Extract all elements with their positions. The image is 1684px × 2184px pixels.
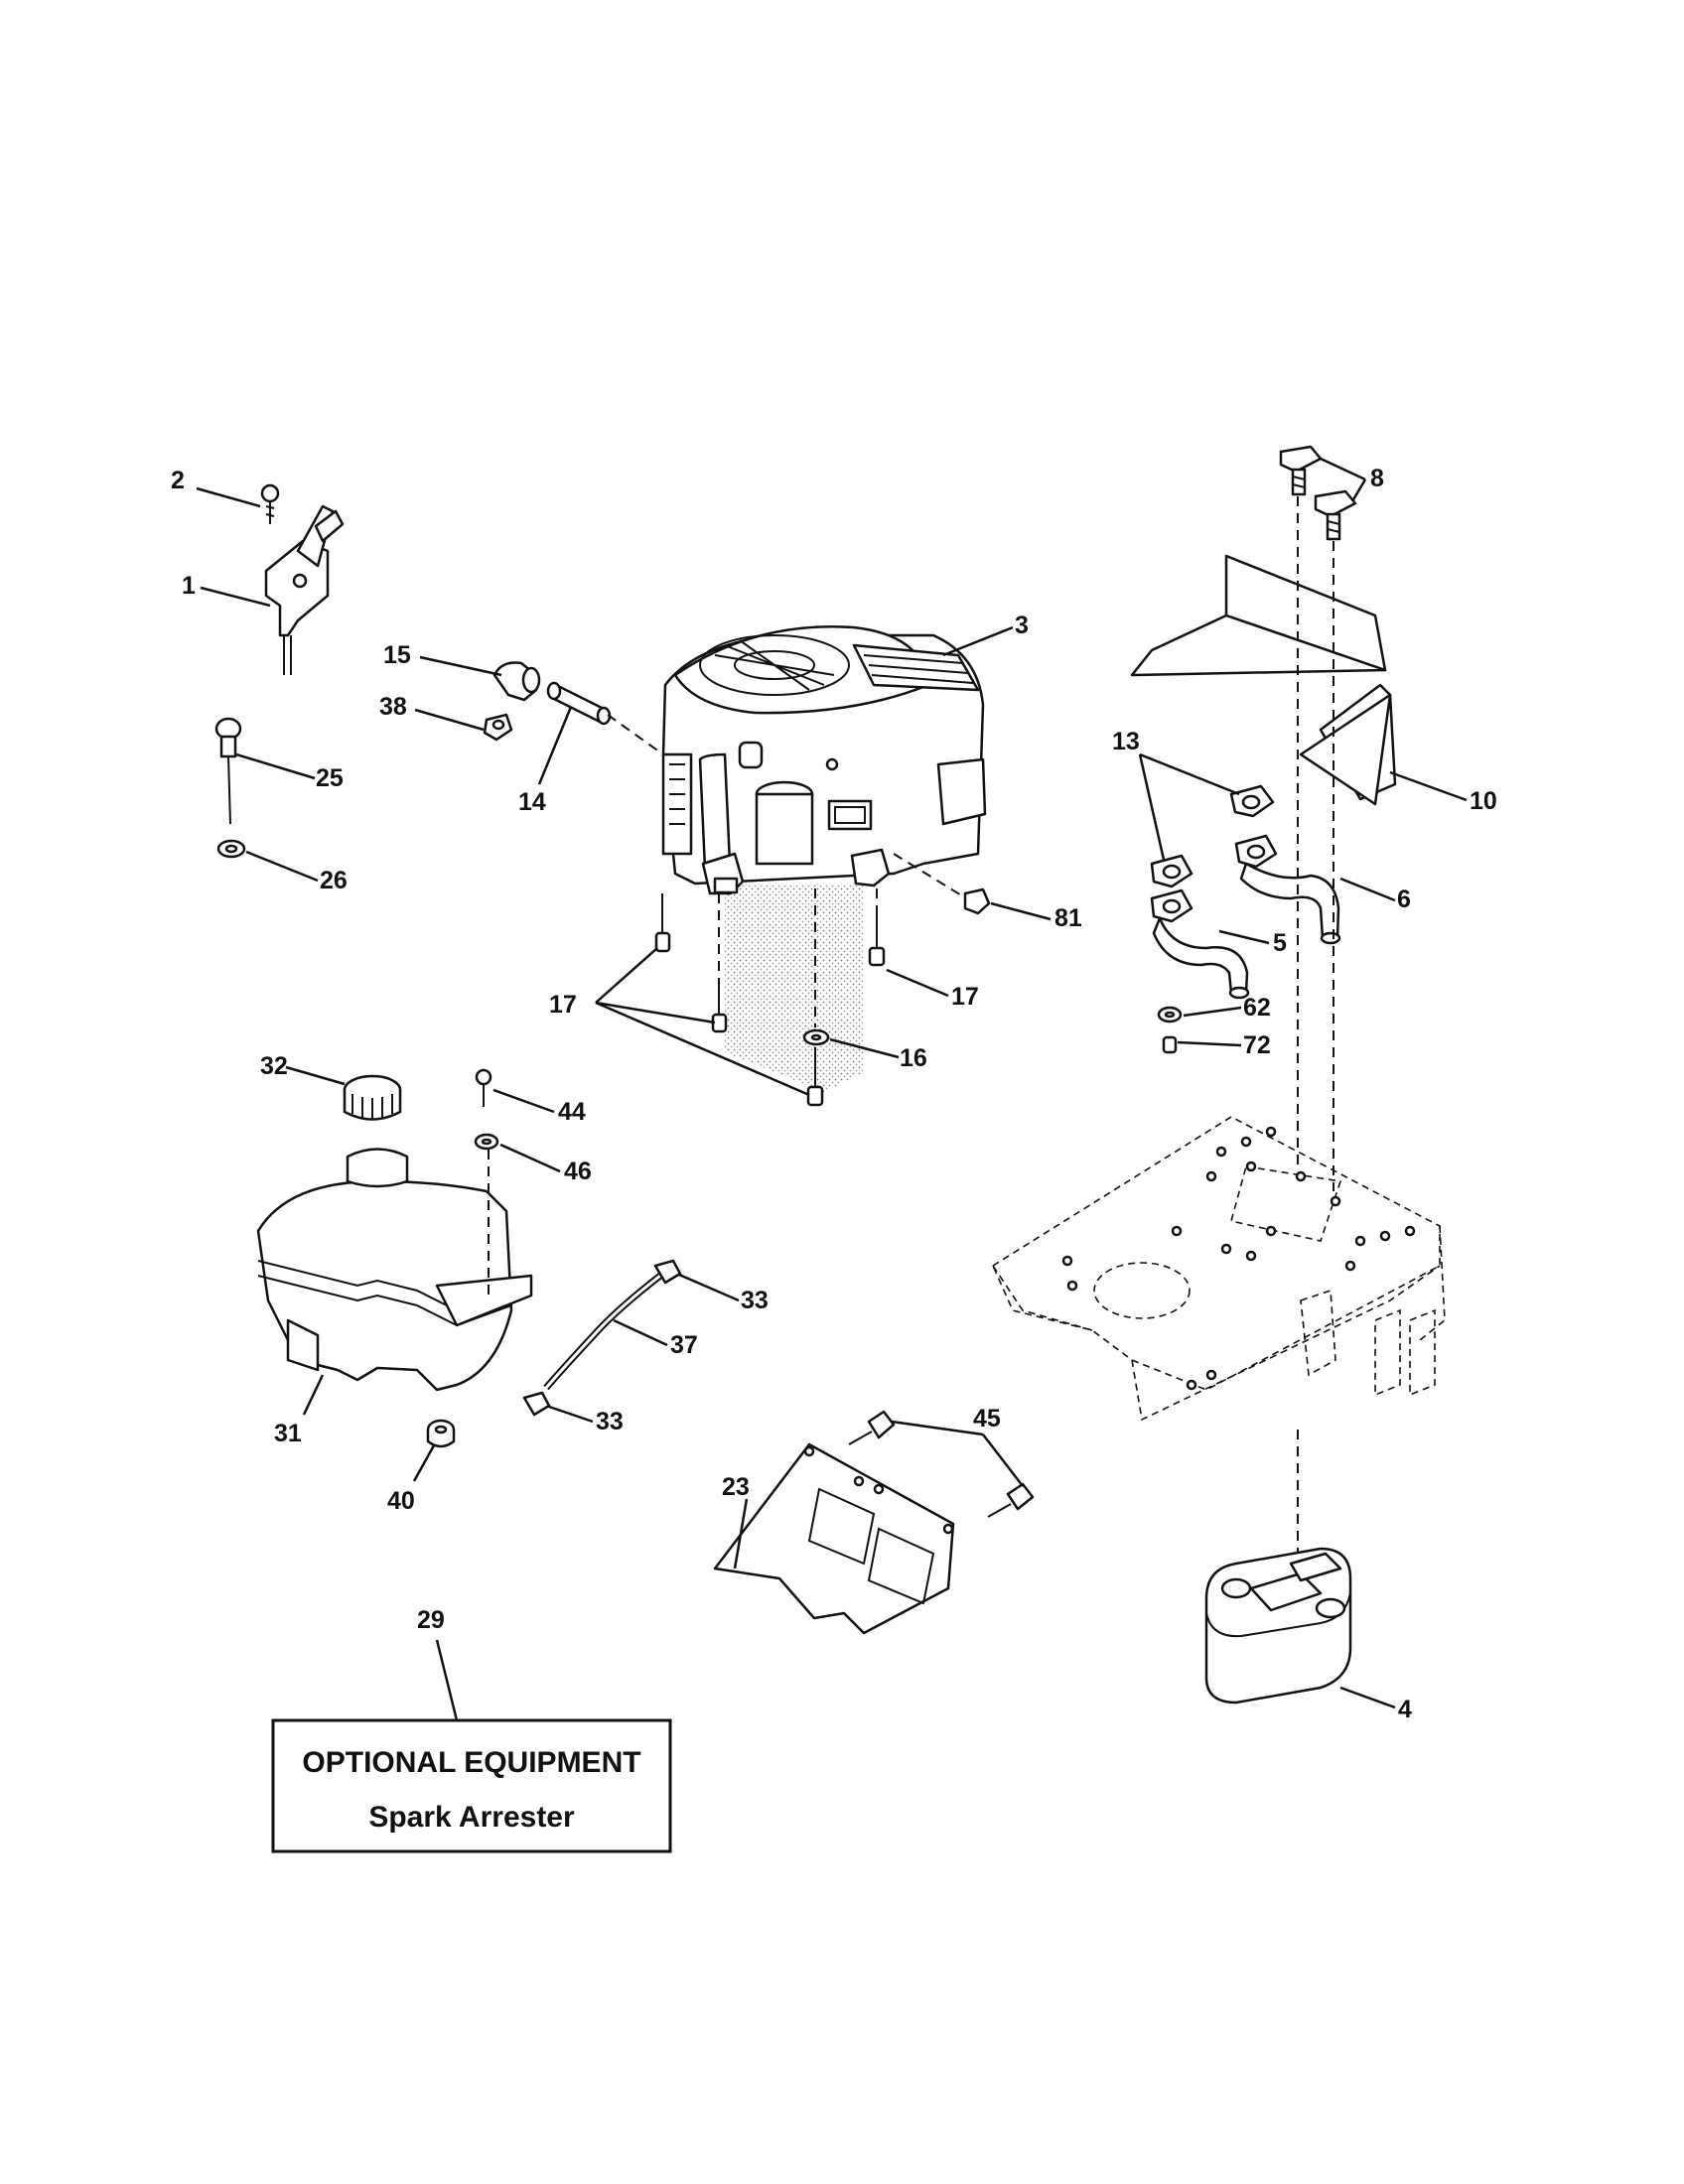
throttle-control-part bbox=[264, 504, 345, 675]
engine-part bbox=[661, 625, 987, 1092]
exhaust-pipe-5-part bbox=[1150, 888, 1250, 1000]
callout-1: 1 bbox=[182, 572, 196, 600]
screw-2-part bbox=[260, 483, 280, 524]
callout-46: 46 bbox=[564, 1158, 592, 1185]
fuel-line-path bbox=[607, 714, 664, 755]
fuel-tank-part bbox=[256, 1148, 533, 1392]
screw-45-bottom-part bbox=[987, 1482, 1035, 1518]
fuel-hose-part bbox=[543, 1273, 663, 1391]
heat-shield-part bbox=[1130, 554, 1397, 806]
callout-5: 5 bbox=[1273, 929, 1287, 957]
washer-46-part bbox=[474, 1133, 499, 1151]
callout-13: 13 bbox=[1112, 728, 1140, 755]
callout-17-right: 17 bbox=[951, 983, 979, 1011]
bolt-17-bottom-part bbox=[806, 1047, 824, 1107]
nut-38-part bbox=[483, 713, 513, 742]
callout-6: 6 bbox=[1397, 886, 1411, 913]
callout-17-left: 17 bbox=[549, 991, 577, 1019]
muffler-part bbox=[1204, 1547, 1352, 1705]
chassis-holes bbox=[1061, 1126, 1416, 1391]
callout-72: 72 bbox=[1243, 1031, 1271, 1059]
tube-14-part bbox=[546, 681, 612, 726]
callout-14: 14 bbox=[518, 788, 546, 816]
bolt-17-right-part bbox=[868, 913, 886, 967]
callout-4: 4 bbox=[1398, 1696, 1412, 1723]
hose-clamp-33-bottom-part bbox=[522, 1391, 551, 1417]
washer-62-part bbox=[1157, 1006, 1183, 1024]
callout-31: 31 bbox=[274, 1420, 302, 1447]
callout-29: 29 bbox=[417, 1606, 445, 1634]
callout-40: 40 bbox=[387, 1487, 415, 1515]
optional-equipment-box: OPTIONAL EQUIPMENT Spark Arrester bbox=[271, 1718, 672, 1853]
grommet-40-part bbox=[426, 1419, 456, 1448]
bolt-8-left-part bbox=[1279, 445, 1323, 496]
screw-45-top-part bbox=[848, 1410, 896, 1445]
callout-25: 25 bbox=[316, 764, 344, 792]
elbow-fitting-part bbox=[492, 661, 541, 702]
callout-16: 16 bbox=[900, 1044, 927, 1072]
callout-10: 10 bbox=[1470, 787, 1497, 815]
callout-62: 62 bbox=[1243, 994, 1271, 1022]
callout-8: 8 bbox=[1370, 465, 1384, 492]
bolt-8-right-part bbox=[1314, 489, 1357, 541]
callout-81: 81 bbox=[1054, 904, 1082, 932]
callout-3: 3 bbox=[1015, 612, 1029, 639]
chassis-plate-outline bbox=[991, 1116, 1446, 1422]
callout-44: 44 bbox=[558, 1098, 586, 1126]
nut-81-path bbox=[893, 853, 964, 897]
callout-2: 2 bbox=[171, 467, 185, 494]
gasket-13-top-part bbox=[1229, 784, 1275, 818]
shield-plate-part bbox=[713, 1442, 955, 1635]
callout-33-top: 33 bbox=[741, 1287, 769, 1314]
exhaust-pipe-6-part bbox=[1234, 834, 1341, 945]
callout-38: 38 bbox=[379, 693, 407, 721]
washer-26-part bbox=[216, 839, 246, 859]
hose-clamp-33-top-part bbox=[653, 1259, 682, 1285]
leader-lines bbox=[196, 457, 1468, 1721]
callout-33-bottom: 33 bbox=[596, 1408, 624, 1435]
callout-32: 32 bbox=[260, 1052, 288, 1080]
fuel-cap-part bbox=[343, 1074, 402, 1121]
callout-45: 45 bbox=[973, 1405, 1001, 1433]
nut-81-part bbox=[963, 887, 991, 915]
optional-equipment-heading: OPTIONAL EQUIPMENT bbox=[302, 1746, 640, 1779]
callout-23: 23 bbox=[722, 1473, 750, 1501]
washer-16-part bbox=[802, 1028, 830, 1046]
dipstick-part bbox=[214, 717, 242, 825]
screw-44-part bbox=[475, 1068, 492, 1107]
callout-37: 37 bbox=[670, 1331, 698, 1359]
bolt-72-part bbox=[1162, 1035, 1178, 1054]
spark-arrester-label: Spark Arrester bbox=[368, 1801, 575, 1834]
callout-15: 15 bbox=[383, 641, 411, 669]
gasket-13-left-part bbox=[1150, 854, 1193, 888]
callout-26: 26 bbox=[320, 867, 348, 894]
